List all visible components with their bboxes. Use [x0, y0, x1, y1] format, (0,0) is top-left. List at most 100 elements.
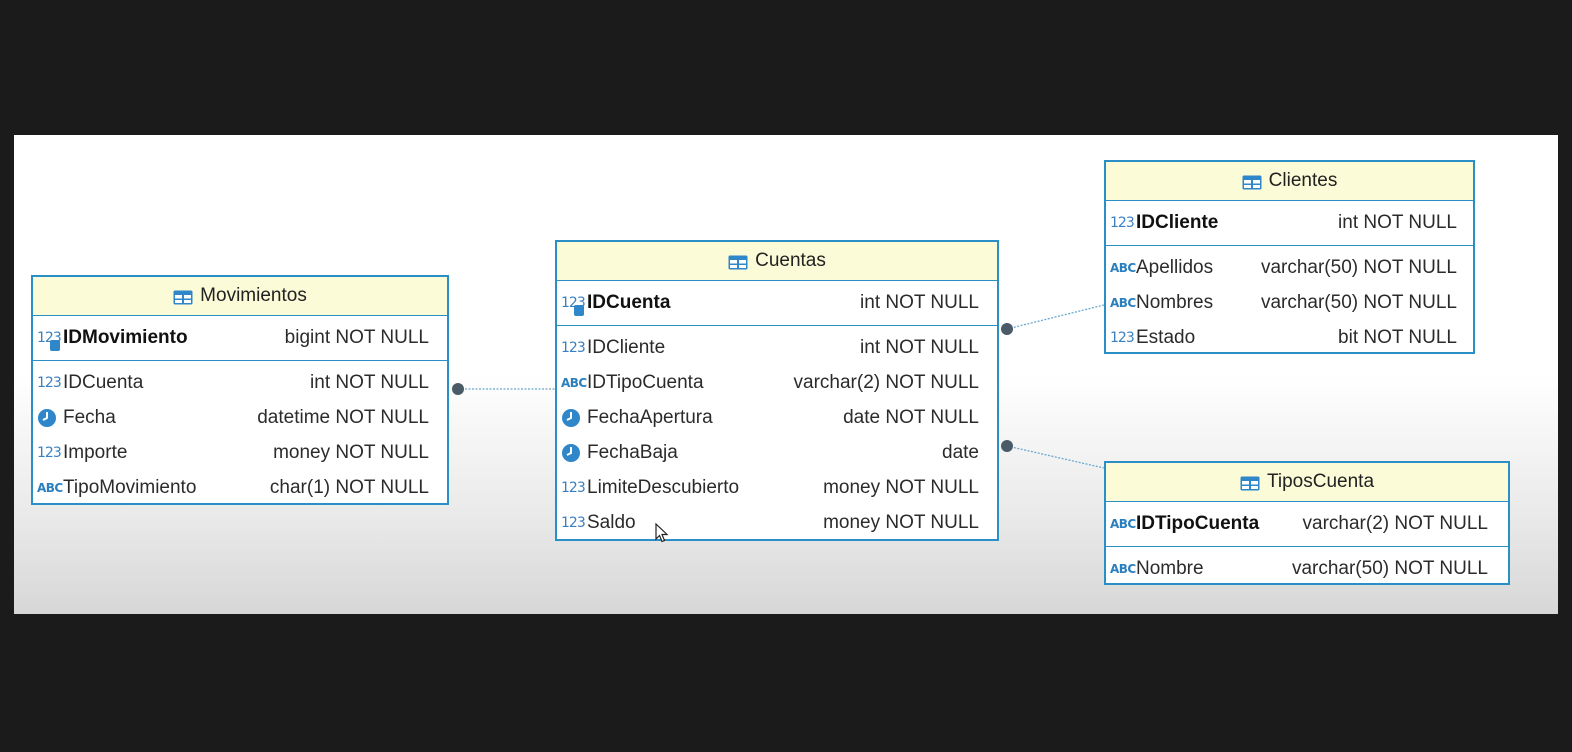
column-name: Apellidos	[1136, 256, 1214, 278]
entity-title: Movimientos	[200, 285, 307, 306]
number-icon-glyph: 123	[1110, 329, 1135, 346]
text-icon: ABC	[37, 481, 63, 495]
column-name: IDTipoCuenta	[1136, 513, 1260, 534]
clock-icon	[561, 408, 587, 428]
column-name: IDMovimiento	[63, 327, 188, 348]
column-name: Saldo	[587, 511, 636, 533]
number-key-icon: 123	[561, 295, 587, 316]
column-name: Estado	[1136, 326, 1196, 348]
column-name: IDCliente	[1136, 212, 1219, 233]
column-name: FechaBaja	[587, 441, 678, 463]
text-icon: ABC	[1110, 562, 1136, 576]
entity-header[interactable]: TiposCuenta	[1106, 463, 1508, 502]
number-icon-glyph: 123	[561, 339, 586, 356]
column-type: money NOT NULL	[273, 441, 429, 463]
column-type: datetime NOT NULL	[257, 406, 429, 428]
column-type: int NOT NULL	[860, 336, 979, 358]
number-icon-glyph: 123	[561, 514, 586, 531]
entity-title: Clientes	[1268, 170, 1338, 191]
table-icon	[728, 254, 748, 269]
entity-title: Cuentas	[755, 250, 826, 271]
text-icon-glyph: ABC	[1110, 295, 1136, 310]
column-row[interactable]: Fecha datetime NOT NULL	[33, 400, 447, 435]
clock-icon	[37, 408, 63, 428]
number-icon: 123	[1110, 215, 1136, 231]
column-name: FechaApertura	[587, 406, 713, 428]
column-name: IDTipoCuenta	[587, 371, 704, 393]
column-name: LimiteDescubierto	[587, 476, 740, 498]
number-icon-glyph: 123	[1110, 215, 1135, 231]
text-icon: ABC	[561, 376, 587, 390]
entity-header[interactable]: Movimientos	[33, 277, 447, 316]
column-type: varchar(50) NOT NULL	[1291, 557, 1488, 579]
column-type: money NOT NULL	[823, 511, 979, 533]
number-icon-glyph: 123	[37, 444, 62, 461]
entity-header[interactable]: Clientes	[1106, 162, 1473, 201]
number-icon: 123	[561, 515, 587, 531]
column-name: Fecha	[63, 406, 116, 428]
key-badge-icon	[50, 340, 60, 351]
column-type: varchar(50) NOT NULL	[1260, 256, 1457, 278]
column-type: date NOT NULL	[843, 406, 979, 428]
column-row[interactable]: FechaBaja date	[557, 435, 997, 470]
number-key-icon: 123	[37, 330, 63, 351]
column-type: money NOT NULL	[823, 476, 979, 498]
column-type: varchar(2) NOT NULL	[1302, 513, 1488, 534]
text-icon-glyph: ABC	[1110, 517, 1136, 531]
column-name: TipoMovimiento	[63, 476, 197, 498]
table-icon	[1240, 475, 1260, 490]
text-icon-glyph: ABC	[37, 480, 63, 495]
text-icon: ABC	[1110, 296, 1136, 310]
column-name: IDCuenta	[587, 292, 671, 313]
column-type: date	[942, 441, 979, 463]
column-type: int NOT NULL	[310, 371, 429, 393]
column-name: Nombres	[1136, 291, 1214, 313]
number-icon: 123	[37, 375, 63, 391]
column-name: IDCliente	[587, 336, 666, 358]
column-row[interactable]: FechaApertura date NOT NULL	[557, 400, 997, 435]
column-type: bigint NOT NULL	[284, 327, 429, 348]
clock-icon	[561, 443, 587, 463]
number-icon: 123	[561, 480, 587, 496]
number-icon: 123	[37, 445, 63, 461]
mouse-cursor-icon	[655, 523, 669, 543]
entity-header[interactable]: Cuentas	[557, 242, 997, 281]
number-icon-glyph: 123	[561, 479, 586, 496]
number-icon: 123	[561, 340, 587, 356]
text-icon: ABC	[1110, 261, 1136, 275]
column-type: bit NOT NULL	[1338, 326, 1457, 348]
column-type: int NOT NULL	[860, 292, 979, 313]
column-type: char(1) NOT NULL	[269, 476, 429, 498]
text-icon: ABC	[1110, 517, 1136, 531]
column-name: Importe	[63, 441, 128, 463]
table-icon	[173, 289, 193, 304]
text-icon-glyph: ABC	[561, 375, 587, 390]
column-name: Nombre	[1136, 557, 1204, 579]
